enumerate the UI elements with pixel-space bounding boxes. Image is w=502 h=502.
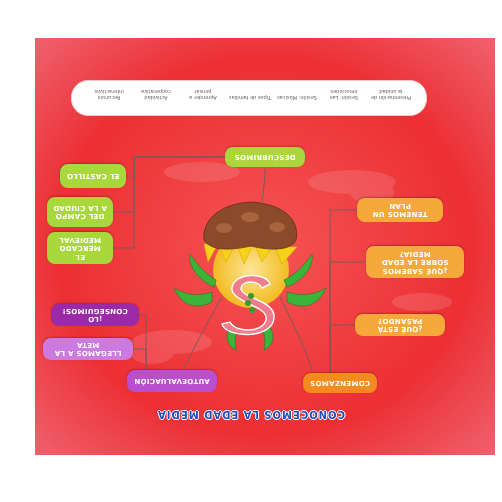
connector (126, 157, 225, 176)
resource-caption: Tipos de familias (227, 94, 273, 100)
diagram-title: CONOCEMOS LA EDAD MEDIA (101, 409, 401, 420)
topic-box: DEL CAMPO A LA CIUDAD (47, 197, 113, 227)
connector (139, 315, 146, 370)
topic-box: LLEGAMOS A LA META (43, 338, 133, 361)
topic-label: LLEGAMOS A LA META (49, 341, 127, 358)
resource-caption: Sesión: Las emociones (321, 89, 367, 101)
topic-label: EL MERCADO MEDIEVAL (53, 235, 107, 260)
topic-box: EL MERCADO MEDIEVAL (47, 232, 113, 263)
resource-caption: Actividad cooperativa (133, 89, 179, 101)
topic-box: ¿QUÉ ESTÁ PASANDO? (355, 314, 445, 337)
topic-label: EL CASTILLO (67, 172, 120, 180)
connector (113, 157, 225, 248)
resource-bar: Presentación de la unidadSesión: Las emo… (71, 80, 427, 116)
resource-caption: Sesión: Músicas (274, 94, 320, 100)
topic-label: AUTOEVALUACIÓN (134, 377, 210, 385)
topic-label: COMENZAMOS (310, 379, 370, 387)
connector (330, 210, 357, 373)
topic-label: ¿QUÉ ESTÁ PASANDO? (361, 317, 439, 334)
connector (330, 325, 355, 373)
center-illustration (174, 202, 326, 350)
connector (113, 157, 225, 212)
topic-label: TENEMOS UN PLAN (363, 202, 437, 219)
resource-caption: Recursos interactivos (86, 89, 132, 101)
topic-box: TENEMOS UN PLAN (357, 198, 443, 222)
topic-box: EL CASTILLO (60, 164, 126, 188)
resource-caption: Aprender a pensar (180, 89, 226, 101)
topic-label: DESCUBRIMOS (234, 153, 295, 161)
topic-box: ¿QUÉ SABEMOS SOBRE LA EDAD MEDIA? (366, 246, 464, 277)
branch-lines (184, 169, 312, 371)
panel (35, 38, 495, 455)
resource-caption: Presentación de la unidad (368, 89, 414, 101)
topic-label: DEL CAMPO A LA CIUDAD (53, 204, 107, 221)
topic-label: ¡LO CONSEGUIMOS! (57, 307, 133, 324)
connector (133, 349, 146, 370)
topic-box: DESCUBRIMOS (225, 147, 305, 167)
topic-box: COMENZAMOS (303, 373, 377, 393)
topic-label: ¿QUÉ SABEMOS SOBRE LA EDAD MEDIA? (372, 249, 458, 274)
topic-box: ¡LO CONSEGUIMOS! (51, 304, 139, 327)
topic-box: AUTOEVALUACIÓN (127, 370, 217, 392)
